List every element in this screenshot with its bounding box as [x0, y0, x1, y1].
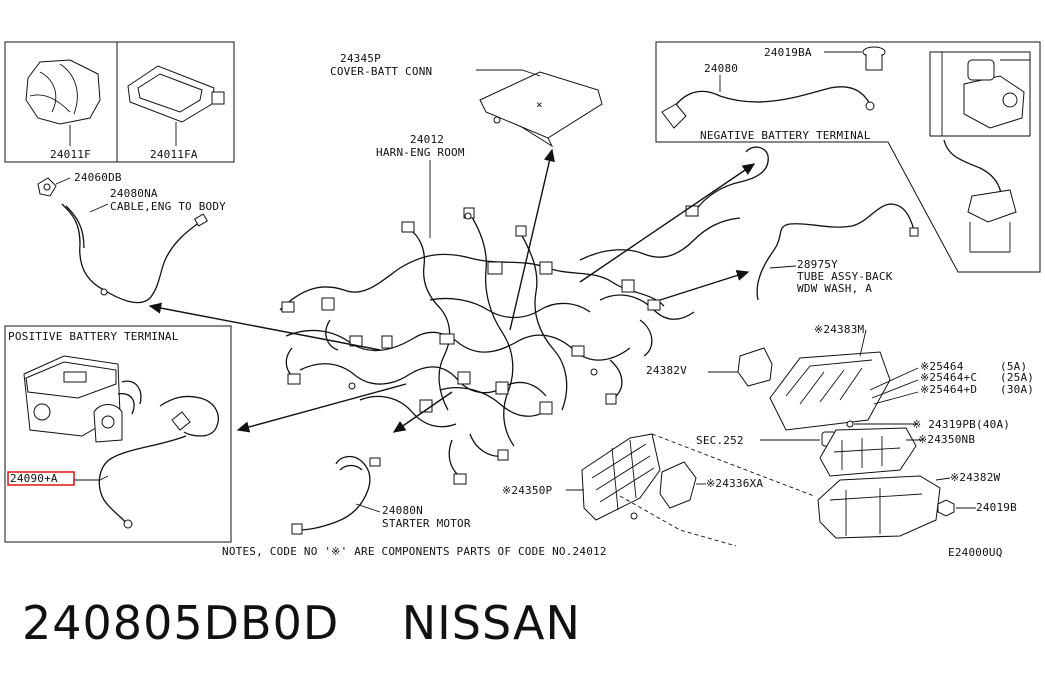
inset-24011f: 24011F — [4, 41, 118, 163]
label-24090a[interactable]: 24090+A — [10, 472, 58, 485]
inset-24011fa: 24011FA — [116, 41, 235, 163]
highlight-box — [7, 471, 75, 486]
label-24060db: 24060DB — [74, 171, 122, 184]
notes-text: NOTES, CODE NO '※' ARE COMPONENTS PARTS … — [222, 545, 607, 558]
label-25464-b: ※25464+C — [920, 371, 977, 384]
label-24011fa: 24011FA — [150, 148, 198, 161]
label-24019ba: 24019BA — [764, 46, 812, 59]
part-24080n-starter-cable: 24080N STARTER MOTOR — [291, 455, 471, 535]
reference-arrows — [148, 148, 756, 433]
diagram-code: E24000UQ — [948, 546, 1003, 559]
caption: 240805DB0D NISSAN — [22, 596, 581, 650]
part-24345p-cover: × 24345P COVER-BATT CONN — [330, 52, 603, 148]
label-24383m: ※24383M — [814, 323, 865, 336]
label-24350nb: ※24350NB — [918, 433, 975, 446]
label-sec252: SEC.252 — [696, 434, 744, 447]
label-25464-a: ※25464 — [920, 360, 964, 373]
inset-negative-terminal: 24019BA 24080 NEGATIVE BATTERY TERMINAL — [655, 41, 1041, 273]
label-positive-terminal: POSITIVE BATTERY TERMINAL — [8, 330, 179, 343]
label-24012-name: HARN-ENG ROOM — [376, 146, 465, 159]
label-28975y-name-1: TUBE ASSY-BACK — [797, 270, 893, 283]
label-24011f: 24011F — [50, 148, 91, 161]
label-group-24012: 24012 HARN-ENG ROOM — [376, 133, 465, 238]
label-25464-c: ※25464+D — [920, 383, 977, 396]
label-24345p-name: COVER-BATT CONN — [330, 65, 432, 78]
label-25464-b-amp: (25A) — [1000, 371, 1034, 384]
label-28975y-name-2: WDW WASH, A — [797, 282, 872, 295]
part-24080na-cable: 24060DB 24080NA CABLE,ENG TO BODY — [37, 171, 226, 304]
parts-diagram: 24011F 24011FA × 24345P COVER-BATT CONN … — [4, 41, 1041, 559]
label-25464-a-amp: (5A) — [1000, 360, 1027, 373]
label-28975y-number: 28975Y — [797, 258, 838, 271]
label-25464-c-amp: (30A) — [1000, 383, 1034, 396]
inset-positive-terminal: POSITIVE BATTERY TERMINAL — [4, 325, 232, 543]
label-24350p: ※24350P — [502, 484, 553, 497]
main-harness-24012 — [279, 146, 769, 485]
fuse-relay-block: ※24383M 24382V ※25464 (5A) ※25464+C (25A… — [646, 323, 1034, 539]
label-24080: 24080 — [704, 62, 738, 75]
label-24319pb: ※ 24319PB(40A) — [912, 418, 1010, 431]
label-24345p-number: 24345P — [340, 52, 381, 65]
label-24336xa: ※24336XA — [706, 477, 763, 490]
label-24080n-name: STARTER MOTOR — [382, 517, 471, 530]
caption-brand: NISSAN — [401, 596, 581, 650]
label-24080n-number: 24080N — [382, 504, 423, 517]
part-24350p-block: ※24336XA ※24350P — [502, 433, 815, 547]
label-24080na-number: 24080NA — [110, 187, 158, 200]
caption-part-number: 240805DB0D — [22, 596, 340, 650]
label-24382v: 24382V — [646, 364, 687, 377]
label-24080na-name: CABLE,ENG TO BODY — [110, 200, 226, 213]
label-24382w: ※24382W — [950, 471, 1001, 484]
label-24019b: 24019B — [976, 501, 1017, 514]
label-negative-terminal: NEGATIVE BATTERY TERMINAL — [700, 129, 871, 142]
part-28975y-tube: 28975Y TUBE ASSY-BACK WDW WASH, A — [756, 203, 919, 301]
label-24012-number: 24012 — [410, 133, 444, 146]
svg-text:×: × — [536, 98, 543, 111]
highlighted-part-24090a[interactable]: 24090+A — [7, 471, 109, 486]
